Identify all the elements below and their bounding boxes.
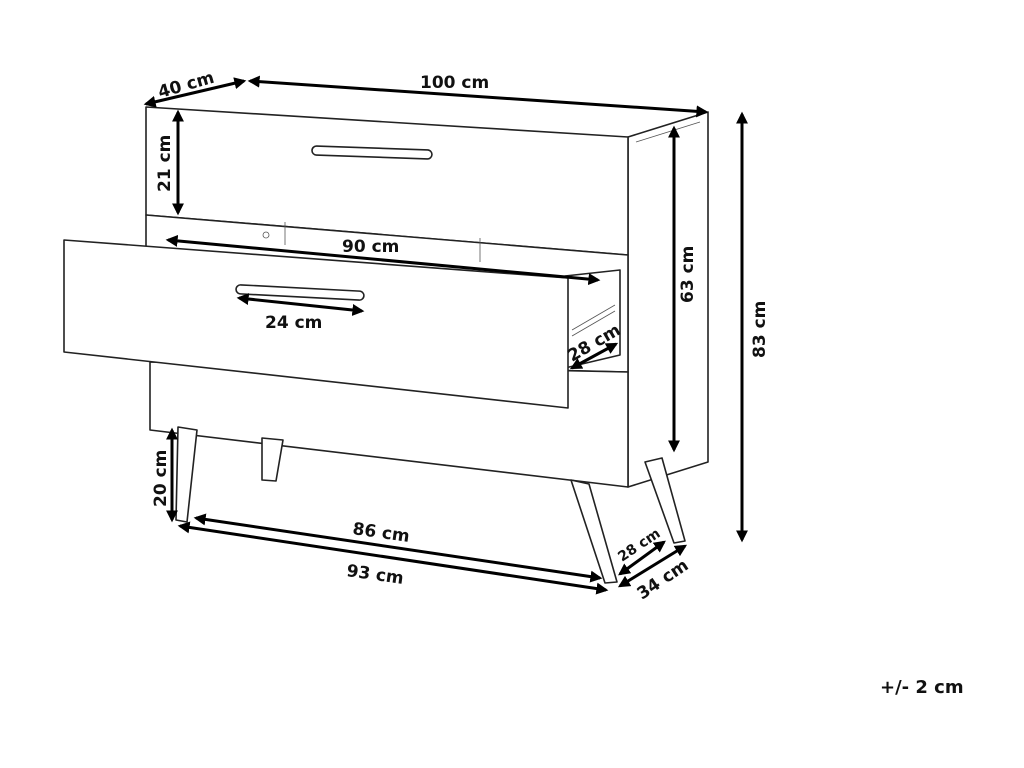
label-depth-top: 40 cm bbox=[156, 68, 217, 103]
label-handle-length: 24 cm bbox=[265, 313, 322, 333]
dimension-lines bbox=[143, 75, 748, 595]
label-total-height: 83 cm bbox=[750, 301, 770, 358]
label-width-top: 100 cm bbox=[420, 73, 489, 93]
top-drawer-handle bbox=[311, 145, 433, 160]
label-leg-depth-outer: 34 cm bbox=[634, 555, 693, 604]
label-body-height: 63 cm bbox=[678, 246, 698, 303]
label-drawer-front-height: 21 cm bbox=[155, 135, 175, 192]
tolerance-note: +/- 2 cm bbox=[880, 677, 964, 698]
label-leg-span-outer: 93 cm bbox=[345, 561, 405, 589]
label-leg-height: 20 cm bbox=[151, 450, 171, 507]
label-drawer-inner-width: 90 cm bbox=[342, 237, 399, 257]
